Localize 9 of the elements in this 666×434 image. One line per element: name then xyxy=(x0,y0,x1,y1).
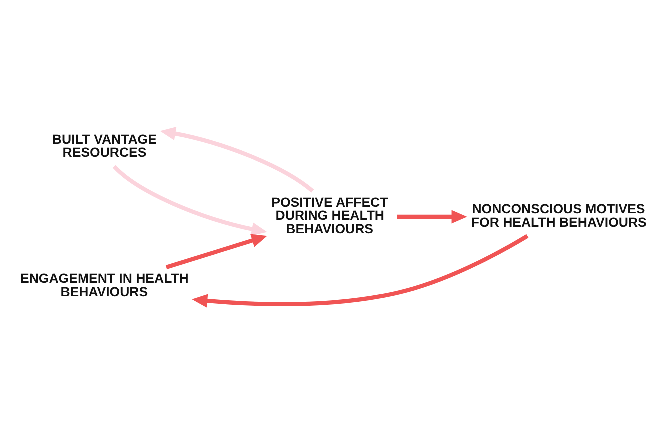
arrow xyxy=(160,127,314,193)
node-text: POSITIVE AFFECT DURING HEALTH BEHAVIOURS xyxy=(272,194,388,236)
node-text: NONCONSCIOUS MOTIVES FOR HEALTH BEHAVIOURS xyxy=(471,202,647,230)
arrow xyxy=(112,165,268,236)
arrow xyxy=(192,234,529,308)
node-text: ENGAGEMENT IN HEALTH BEHAVIOURS xyxy=(20,271,189,300)
arrow xyxy=(397,210,468,224)
arrow xyxy=(166,234,268,270)
node-text: BUILT VANTAGE RESOURCES xyxy=(52,132,157,160)
